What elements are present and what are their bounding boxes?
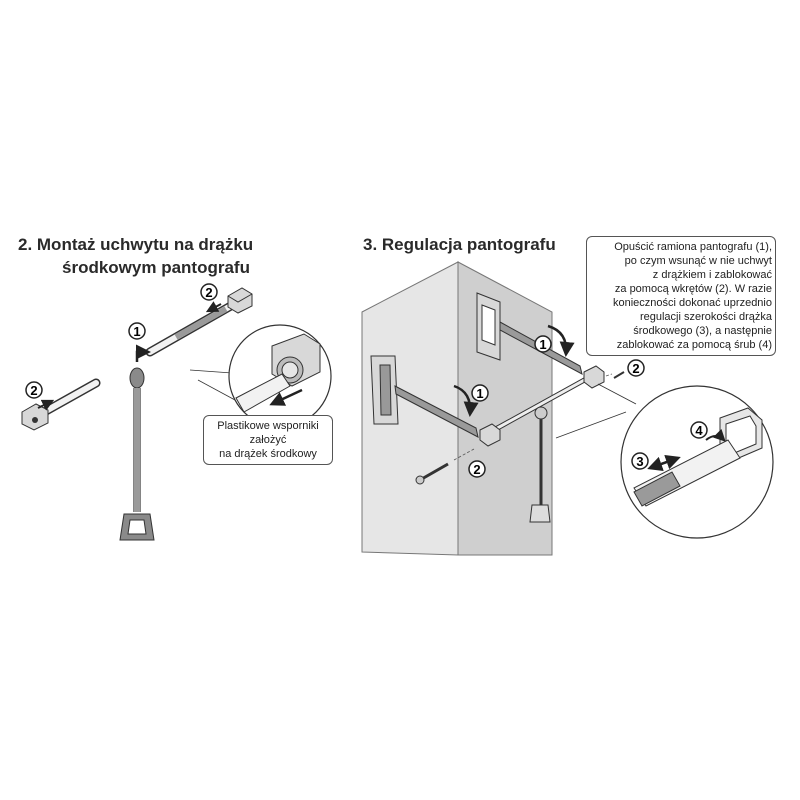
marker-1-left: 1: [471, 384, 489, 402]
lower-bracket: [21, 403, 49, 431]
left-mount: [370, 355, 399, 425]
pantograph-handle: [529, 406, 551, 523]
section3-title: 3. Regulacja pantografu: [363, 235, 556, 254]
marker-3: 3: [631, 452, 649, 470]
marker-text: 1: [539, 337, 546, 352]
step-marker-2-top: 2: [200, 283, 218, 301]
marker-2-left: 2: [468, 460, 486, 478]
marker-text: 4: [695, 423, 703, 438]
marker-text: 3: [636, 454, 643, 469]
insert-arrow: [135, 344, 151, 362]
note-line: na drążek środkowy: [219, 448, 317, 460]
note-line: z drążkiem i zablokować: [652, 269, 772, 281]
marker-text: 2: [205, 285, 212, 300]
section2-title-line2: środkowym pantografu: [62, 258, 250, 277]
middle-rod: [482, 376, 589, 438]
note-line: Plastikowe wsporniki: [217, 420, 319, 432]
note-line: założyć: [249, 434, 287, 446]
push-arrow-lower: [37, 399, 55, 411]
right-mount: [476, 292, 501, 361]
section3-illustration: 1 1 2 2 3: [361, 261, 774, 556]
marker-text: 2: [30, 383, 37, 398]
note-line: środkowego (3), a następnie: [633, 325, 772, 337]
upper-rod: [145, 298, 241, 357]
marker-text: 1: [133, 324, 140, 339]
note-line: po czym wsunąć w nie uchwyt: [624, 255, 772, 267]
section2-title-line1: 2. Montaż uchwytu na drążku: [18, 235, 254, 254]
screw-left: [415, 448, 475, 485]
right-cap: [583, 365, 605, 389]
lower-rod: [41, 378, 101, 416]
note-line: Opuścić ramiona pantografu (1),: [614, 241, 772, 253]
marker-text: 1: [476, 386, 483, 401]
marker-1-right: 1: [534, 335, 552, 353]
step-marker-2-left: 2: [25, 381, 43, 399]
section3-note: Opuścić ramiona pantografu (1), po czym …: [586, 236, 776, 356]
left-cap: [479, 423, 501, 447]
lower-arrow-right: [547, 324, 575, 357]
step-marker-1: 1: [128, 322, 146, 340]
zoom-detail: [189, 324, 332, 428]
note-line: regulacji szerokości drążka: [639, 311, 772, 323]
section2-illustration: 2 1 2: [21, 283, 332, 541]
marker-text: 2: [473, 462, 480, 477]
section2-note: Plastikowe wsporniki założyć na drążek ś…: [203, 415, 333, 465]
lower-arrow-left: [453, 384, 479, 417]
pull-handle: [119, 367, 155, 541]
upper-bracket: [227, 287, 253, 314]
push-arrow: [205, 301, 222, 313]
marker-2-right: 2: [627, 359, 645, 377]
detail-circle: [620, 385, 774, 539]
note-line: za pomocą wkrętów (2). W razie: [614, 283, 772, 295]
note-line: konieczności dokonać uprzednio: [613, 297, 772, 309]
note-line: zablokować za pomocą śrub (4): [616, 339, 772, 351]
marker-text: 2: [632, 361, 639, 376]
screw-right: [605, 371, 625, 379]
marker-4: 4: [690, 421, 708, 439]
left-arm: [394, 385, 479, 438]
